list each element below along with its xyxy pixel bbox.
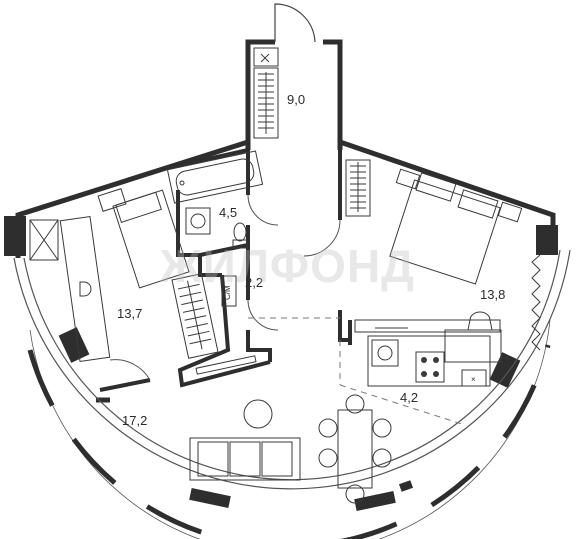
bathroom-area-label: 4,5: [219, 205, 237, 220]
kitchen-counter: [367, 335, 491, 387]
doors: [109, 194, 341, 381]
left-wardrobe: [171, 273, 219, 359]
right-wardrobe: [345, 159, 371, 217]
watermark: ЖИЛФОНД: [159, 240, 415, 292]
bathroom-sink: [185, 207, 211, 235]
left-bedroom-area-label: 13,7: [117, 306, 142, 321]
dining-set: [318, 394, 392, 504]
facade-wall-thick: [27, 344, 551, 539]
outer-walls: [15, 39, 556, 403]
entry-door[interactable]: [274, 3, 316, 43]
stove-burners: [421, 357, 439, 377]
sofa: [189, 437, 301, 481]
closet-hatch-right: [350, 162, 366, 212]
kitchen-area-label: 4,2: [400, 390, 418, 405]
left-nightstand: [97, 188, 127, 212]
kitchen-closet-mark: ×: [471, 375, 476, 384]
bathtub: [166, 150, 264, 204]
wall-corners: [4, 216, 558, 512]
closet-hatch-left: [177, 280, 212, 350]
radiator-zigzag: [531, 254, 541, 351]
washer: [221, 275, 237, 307]
wc-area-label: 2,2: [245, 275, 263, 290]
dashed-zone-lines: [248, 317, 466, 426]
right-bed: [389, 172, 501, 285]
washer-label: С/М: [223, 285, 232, 300]
right-desk: [354, 311, 502, 363]
left-window-cabinet: [29, 219, 59, 261]
coffee-table: [243, 399, 273, 429]
left-desk: [59, 216, 111, 362]
right-nightstands: [395, 168, 523, 223]
toilet: [232, 222, 248, 249]
entry-closet: [253, 47, 279, 139]
living-room-area-label: 17,2: [122, 413, 147, 428]
interior-walls: [99, 148, 352, 392]
closet-hatch-corridor: [258, 72, 274, 134]
tv-unit: [195, 355, 257, 375]
left-bed: [112, 189, 190, 289]
corridor-area-label: 9,0: [287, 92, 305, 107]
right-bedroom-area-label: 13,8: [480, 287, 505, 302]
